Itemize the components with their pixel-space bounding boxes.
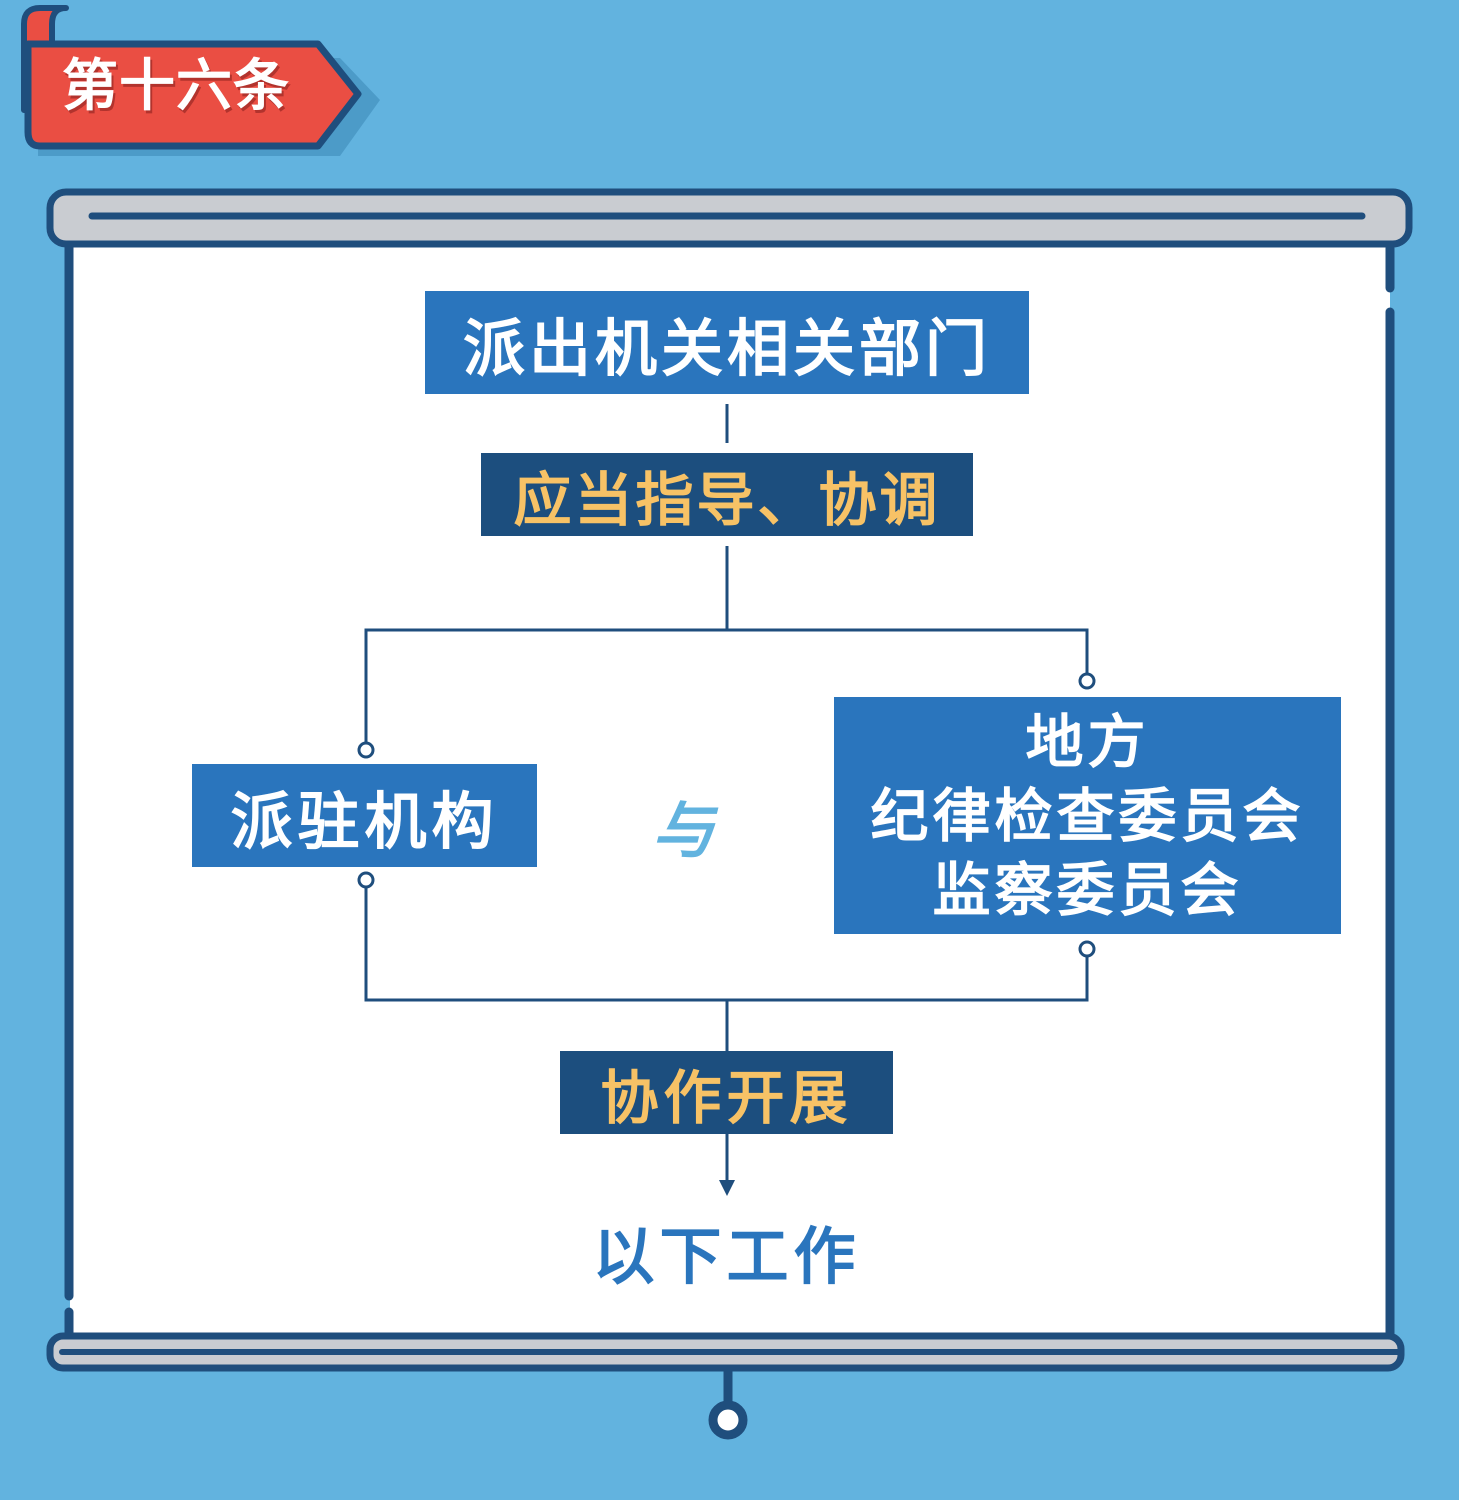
stationed-agency-box: 派驻机构 bbox=[192, 764, 537, 867]
local-commission-line3: 监察委员会 bbox=[932, 855, 1243, 924]
following-work-text: 以下工作 bbox=[592, 1220, 861, 1293]
local-commission-line1: 地方 bbox=[1025, 707, 1150, 776]
and-connector-text: 与 bbox=[651, 794, 714, 867]
connector-lines bbox=[364, 404, 1089, 1182]
connector-node-icon bbox=[357, 672, 1096, 958]
banner-ribbon bbox=[24, 40, 362, 150]
local-commission-box: 地方 纪律检查委员会 监察委员会 bbox=[834, 697, 1341, 934]
pull-ring bbox=[708, 1400, 748, 1440]
guide-coordinate-box: 应当指导、协调 bbox=[481, 453, 973, 536]
article-label: 第十六条 bbox=[62, 53, 290, 119]
collaborate-box: 协作开展 bbox=[560, 1051, 893, 1134]
local-commission-line2: 纪律检查委员会 bbox=[870, 781, 1305, 850]
dispatching-agency-box: 派出机关相关部门 bbox=[425, 291, 1029, 394]
arrow-down-icon bbox=[719, 1180, 735, 1196]
